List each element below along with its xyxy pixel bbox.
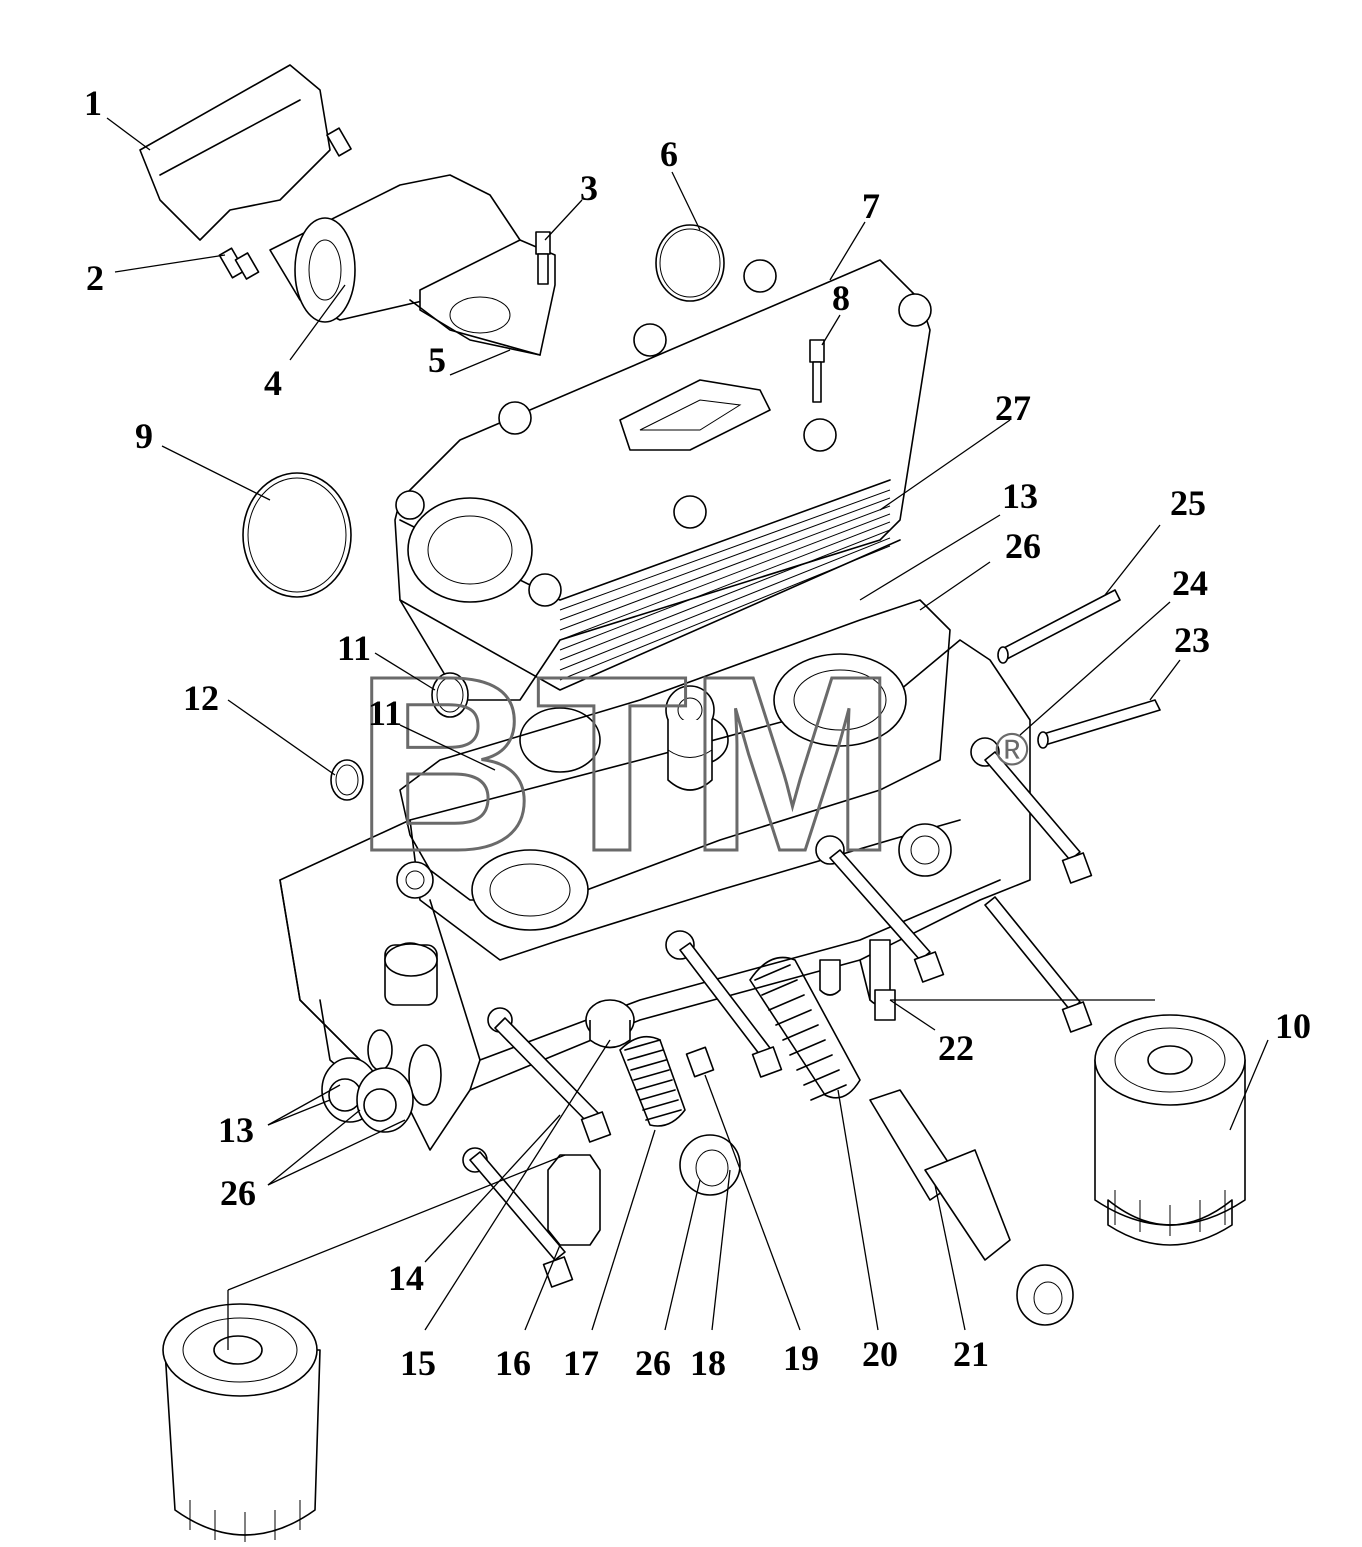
callout-11-lower: 11 [368,693,402,733]
callout-4: 4 [264,363,282,403]
oil-filter-left [162,1303,321,1542]
callout-13-lower: 13 [218,1110,254,1150]
callout-11-upper: 11 [337,628,371,668]
callout-27: 27 [995,388,1031,428]
long-bolts [469,751,1093,1288]
callout-7: 7 [862,186,880,226]
callout-25: 25 [1170,483,1206,523]
o-ring-11 [431,672,469,718]
o-ring-9 [242,472,352,598]
callout-26-bottom: 26 [635,1343,671,1383]
watermark-text: BTM [355,624,897,903]
callout-19: 19 [783,1338,819,1378]
callout-8: 8 [832,278,850,318]
callout-3: 3 [580,168,598,208]
pins [997,589,1161,749]
callout-26-upper: 26 [1005,526,1041,566]
callout-labels: 1 2 3 4 5 6 7 8 9 10 11 11 12 13 13 14 1… [84,83,1311,1383]
btm-watermark: BTM ® [354,623,1030,905]
callout-10: 10 [1275,1006,1311,1046]
springs [619,956,861,1127]
bolts-upper [218,127,825,403]
oil-cooler-core [394,259,932,701]
callout-21: 21 [953,1334,989,1374]
callout-6: 6 [660,134,678,174]
callout-16: 16 [495,1343,531,1383]
oil-filter-right [1094,1014,1246,1246]
callout-24: 24 [1172,563,1208,603]
callout-15: 15 [400,1343,436,1383]
callout-5: 5 [428,340,446,380]
small-parts [547,989,1074,1326]
callout-12: 12 [183,678,219,718]
o-rings [242,224,725,801]
plugs-left [321,943,635,1133]
o-ring-6 [655,224,725,302]
callout-13-upper: 13 [1002,476,1038,516]
callout-22: 22 [938,1028,974,1068]
callout-18: 18 [690,1343,726,1383]
callout-1: 1 [84,83,102,123]
callout-17: 17 [563,1343,599,1383]
callout-23: 23 [1174,620,1210,660]
callout-26-left: 26 [220,1173,256,1213]
leader-lines [106,117,1269,1350]
water-outlet-elbow [139,64,556,356]
callout-9: 9 [135,416,153,456]
callout-20: 20 [862,1334,898,1374]
callout-14: 14 [388,1258,424,1298]
callout-2: 2 [86,258,104,298]
